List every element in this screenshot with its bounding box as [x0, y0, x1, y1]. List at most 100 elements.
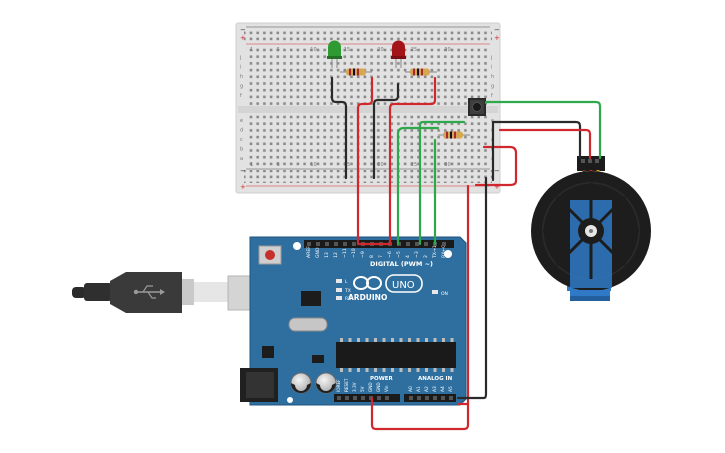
- header-pin[interactable]: [353, 396, 357, 400]
- wire-red-pin8: [388, 76, 437, 246]
- row-letter: h: [491, 74, 494, 80]
- digital-pin-label: 13: [324, 252, 330, 258]
- row-letter: e: [240, 118, 243, 124]
- digital-pin-label: ~9: [360, 251, 366, 258]
- col-number: 1: [250, 162, 253, 168]
- resistor-1[interactable]: [340, 68, 372, 76]
- wire-green-button: [484, 100, 602, 160]
- power-pin-label: GND: [368, 382, 373, 392]
- rail-sign: −: [240, 26, 246, 34]
- rail-sign: +: [240, 34, 246, 42]
- header-pin[interactable]: [337, 396, 341, 400]
- row-letter: e: [491, 118, 494, 124]
- header-pin[interactable]: [424, 242, 428, 246]
- digital-pin-label: 8: [369, 255, 375, 258]
- row-letter: i: [491, 65, 492, 71]
- analog-pin-label: A1: [416, 386, 422, 392]
- reset-button[interactable]: [265, 250, 275, 260]
- red-led[interactable]: [391, 40, 406, 68]
- header-pin[interactable]: [334, 242, 338, 246]
- arduino-infinity-logo: [353, 276, 382, 290]
- col-number: 20: [377, 47, 383, 53]
- digital-pin-label: ~10: [351, 248, 357, 258]
- wire-black-led2: [372, 82, 400, 180]
- row-letter: f: [491, 93, 493, 99]
- servo-motor[interactable]: [531, 156, 651, 301]
- model-label: UNO: [392, 280, 415, 291]
- col-number: 20: [377, 162, 383, 168]
- digital-pin-label: AREF: [306, 246, 312, 258]
- col-number: 30: [444, 47, 450, 53]
- wire-green-pin7: [396, 126, 440, 246]
- wire-green-pin2: [418, 120, 466, 246]
- header-pin[interactable]: [307, 242, 311, 246]
- resistor-2[interactable]: [405, 68, 437, 76]
- on-label: ON: [441, 291, 448, 297]
- header-pin[interactable]: [325, 242, 329, 246]
- header-pin[interactable]: [417, 396, 421, 400]
- analog-pin-label: A0: [408, 386, 414, 392]
- green-led[interactable]: [327, 40, 342, 68]
- header-pin[interactable]: [343, 242, 347, 246]
- rail-sign: −: [494, 26, 500, 34]
- header-pin[interactable]: [449, 396, 453, 400]
- power-pin-label: 3.3V: [352, 382, 357, 392]
- resistor-3[interactable]: [438, 131, 470, 139]
- header-pin[interactable]: [441, 396, 445, 400]
- header-pin[interactable]: [361, 396, 365, 400]
- tx-label: TX: [344, 288, 351, 294]
- breadboard[interactable]: [235, 22, 501, 194]
- rail-sign: +: [240, 183, 246, 191]
- header-pin[interactable]: [409, 396, 413, 400]
- digital-pin-label: 7: [378, 255, 384, 258]
- row-letter: d: [240, 128, 243, 134]
- wire-black-led1: [330, 76, 348, 180]
- digital-pin-label: 2: [423, 255, 429, 258]
- digital-pin-label: 4: [405, 255, 411, 258]
- header-pin[interactable]: [377, 396, 381, 400]
- rail-sign: −: [240, 167, 246, 175]
- analog-label: ANALOG IN: [418, 376, 453, 382]
- power-pin-label: Vin: [384, 385, 389, 392]
- wire-black-servo: [491, 120, 582, 160]
- power-pin-label: 5V: [360, 386, 365, 392]
- row-letter: j: [239, 55, 241, 61]
- wire-red-5v: [370, 184, 470, 431]
- wire-red-rail: [474, 145, 518, 187]
- col-number: 5: [277, 47, 280, 53]
- header-pin[interactable]: [352, 242, 356, 246]
- power-pin-label: GND: [376, 382, 381, 392]
- col-number: 10: [310, 162, 316, 168]
- digital-pin-label: ~6: [387, 251, 393, 258]
- header-pin[interactable]: [345, 396, 349, 400]
- wire-red-servo: [498, 128, 592, 160]
- l-label: L: [345, 279, 348, 285]
- col-number: 1: [250, 47, 253, 53]
- header-pin[interactable]: [442, 242, 446, 246]
- push-button[interactable]: [468, 98, 486, 116]
- digital-pin-label: TX→1: [432, 245, 438, 259]
- row-letter: f: [240, 93, 242, 99]
- header-pin[interactable]: [433, 396, 437, 400]
- usb-symbol-icon: [133, 285, 165, 299]
- power-label: POWER: [370, 376, 394, 382]
- rail-sign: +: [494, 183, 500, 191]
- wire-black-gnd: [456, 176, 488, 400]
- header-pin[interactable]: [316, 242, 320, 246]
- header-pin[interactable]: [406, 242, 410, 246]
- col-number: 25: [411, 162, 417, 168]
- usb-cable-icon[interactable]: [72, 272, 267, 313]
- digital-pin-label: ~11: [342, 248, 348, 258]
- digital-pin-label: RX←0: [441, 245, 447, 258]
- header-pin[interactable]: [415, 242, 419, 246]
- col-number: 30: [444, 162, 450, 168]
- header-pin[interactable]: [425, 396, 429, 400]
- header-pin[interactable]: [385, 396, 389, 400]
- power-pin-label: IOREF: [336, 379, 341, 392]
- row-letter: b: [240, 147, 243, 153]
- analog-pin-label: A5: [448, 386, 454, 392]
- col-number: 15: [344, 47, 350, 53]
- analog-pin-label: A3: [432, 386, 438, 392]
- row-letter: a: [240, 156, 243, 162]
